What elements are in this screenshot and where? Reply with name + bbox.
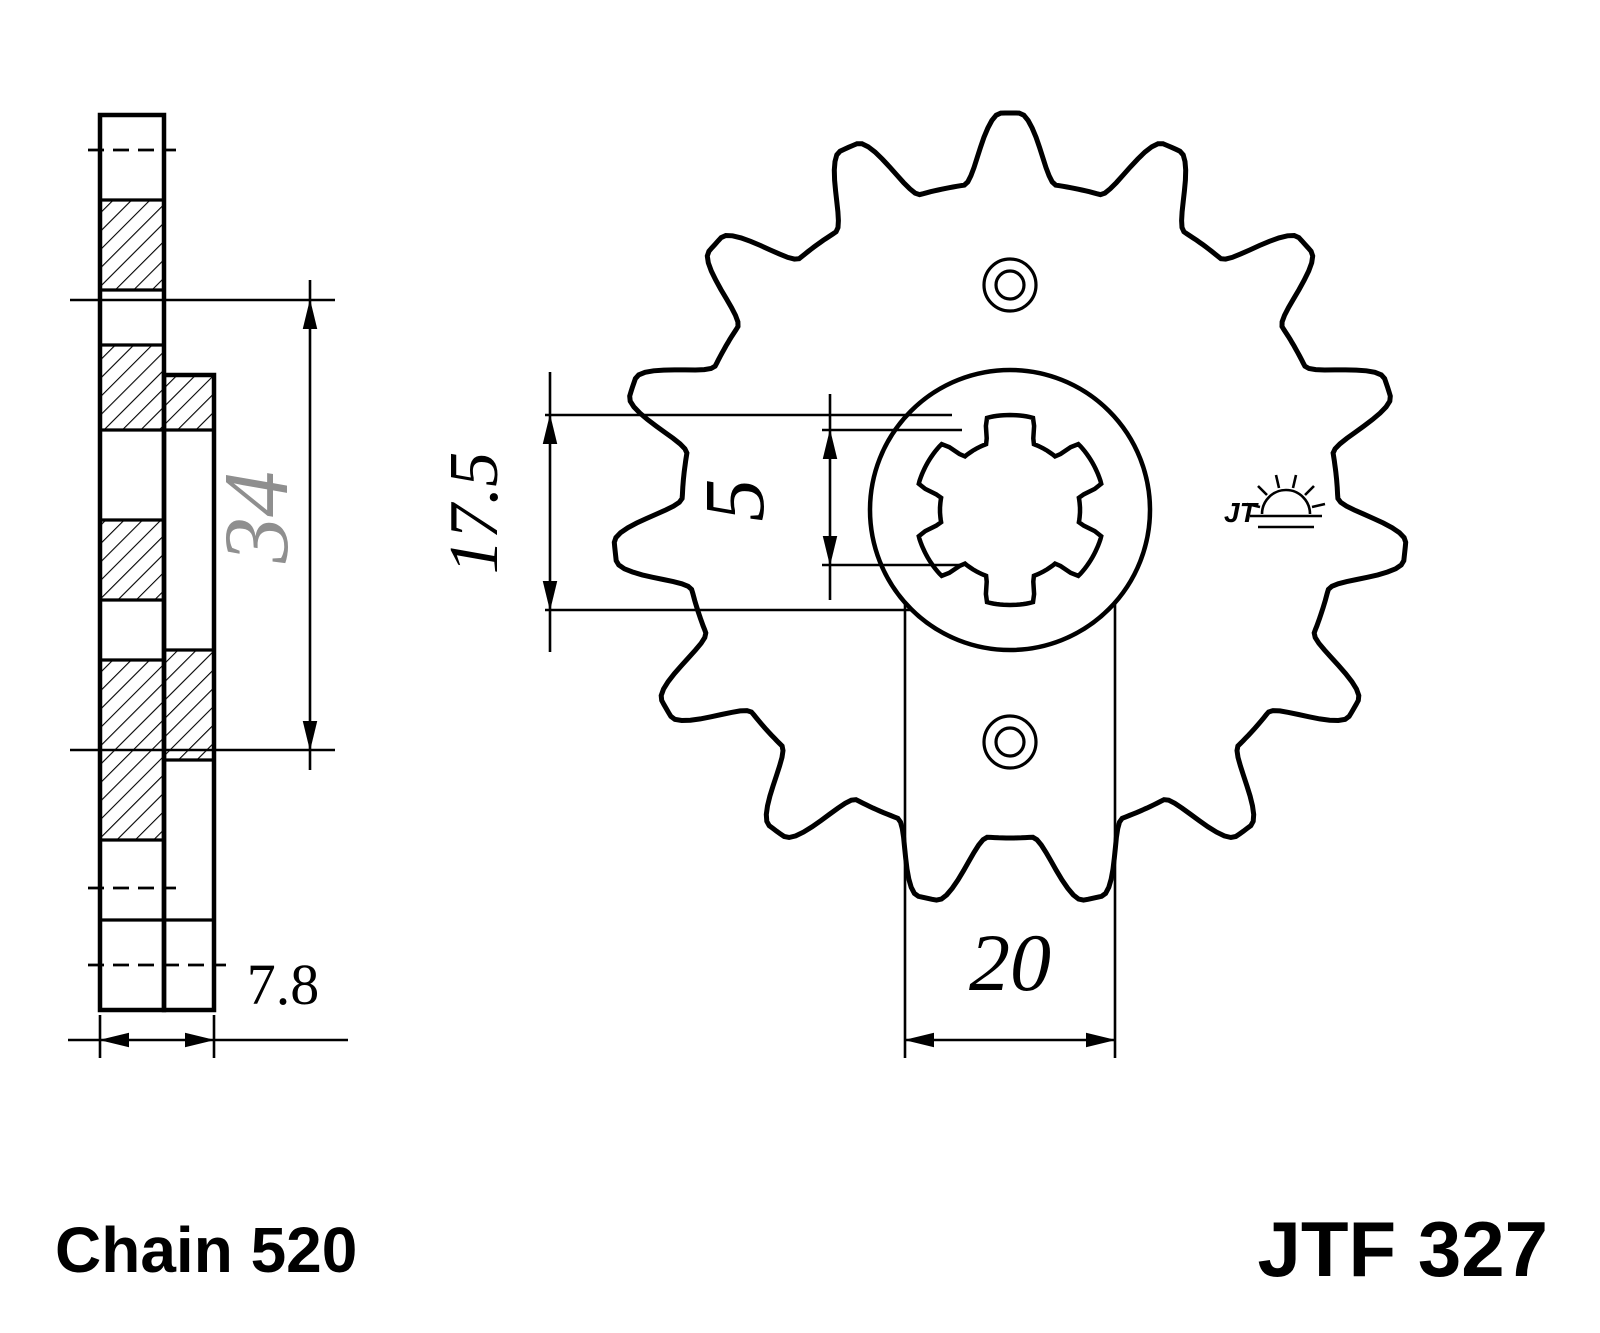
dim-text-20: 20	[969, 917, 1051, 1008]
rivet-hole	[982, 714, 1038, 770]
hatch-section	[102, 200, 162, 290]
extension-lines-17-5	[545, 413, 952, 612]
jt-sunburst-logo: JT	[1224, 474, 1326, 529]
hatch-section	[166, 650, 212, 760]
extension-lines-7-8	[98, 1015, 216, 1058]
sun-arc	[1260, 488, 1312, 515]
hub-circle	[867, 367, 1153, 653]
centerline-dashed	[88, 148, 226, 967]
part-number-label: JTF 327	[1258, 1205, 1548, 1293]
chain-label: Chain 520	[55, 1214, 357, 1286]
hatch-section	[166, 377, 212, 430]
hatch-section	[102, 520, 162, 600]
sprocket-outline	[611, 110, 1409, 903]
dim-text-7-8: 7.8	[247, 952, 320, 1017]
spline-bore	[916, 412, 1104, 608]
section-lines	[100, 198, 214, 922]
dim-text-34: 34	[205, 471, 307, 564]
side-view-hub	[161, 372, 217, 1013]
sun-rays	[1246, 474, 1326, 509]
front-view	[611, 110, 1409, 903]
dim-text-17-5: 17.5	[436, 452, 513, 575]
dimensions: 34 7.8 17.5 5 20	[68, 280, 1117, 1058]
rivet-hole	[994, 269, 1026, 301]
side-view	[88, 112, 226, 1013]
rivet-hole	[982, 257, 1038, 313]
extension-lines-5	[822, 428, 962, 567]
sun-horizon-lines	[1250, 514, 1322, 529]
extension-lines-34	[70, 298, 335, 752]
extension-lines-20	[903, 603, 1117, 1058]
rivet-hole	[994, 726, 1026, 758]
jt-logo-text: JT	[1224, 497, 1260, 528]
dim-text-5: 5	[686, 479, 782, 522]
hatch-section	[102, 345, 162, 430]
